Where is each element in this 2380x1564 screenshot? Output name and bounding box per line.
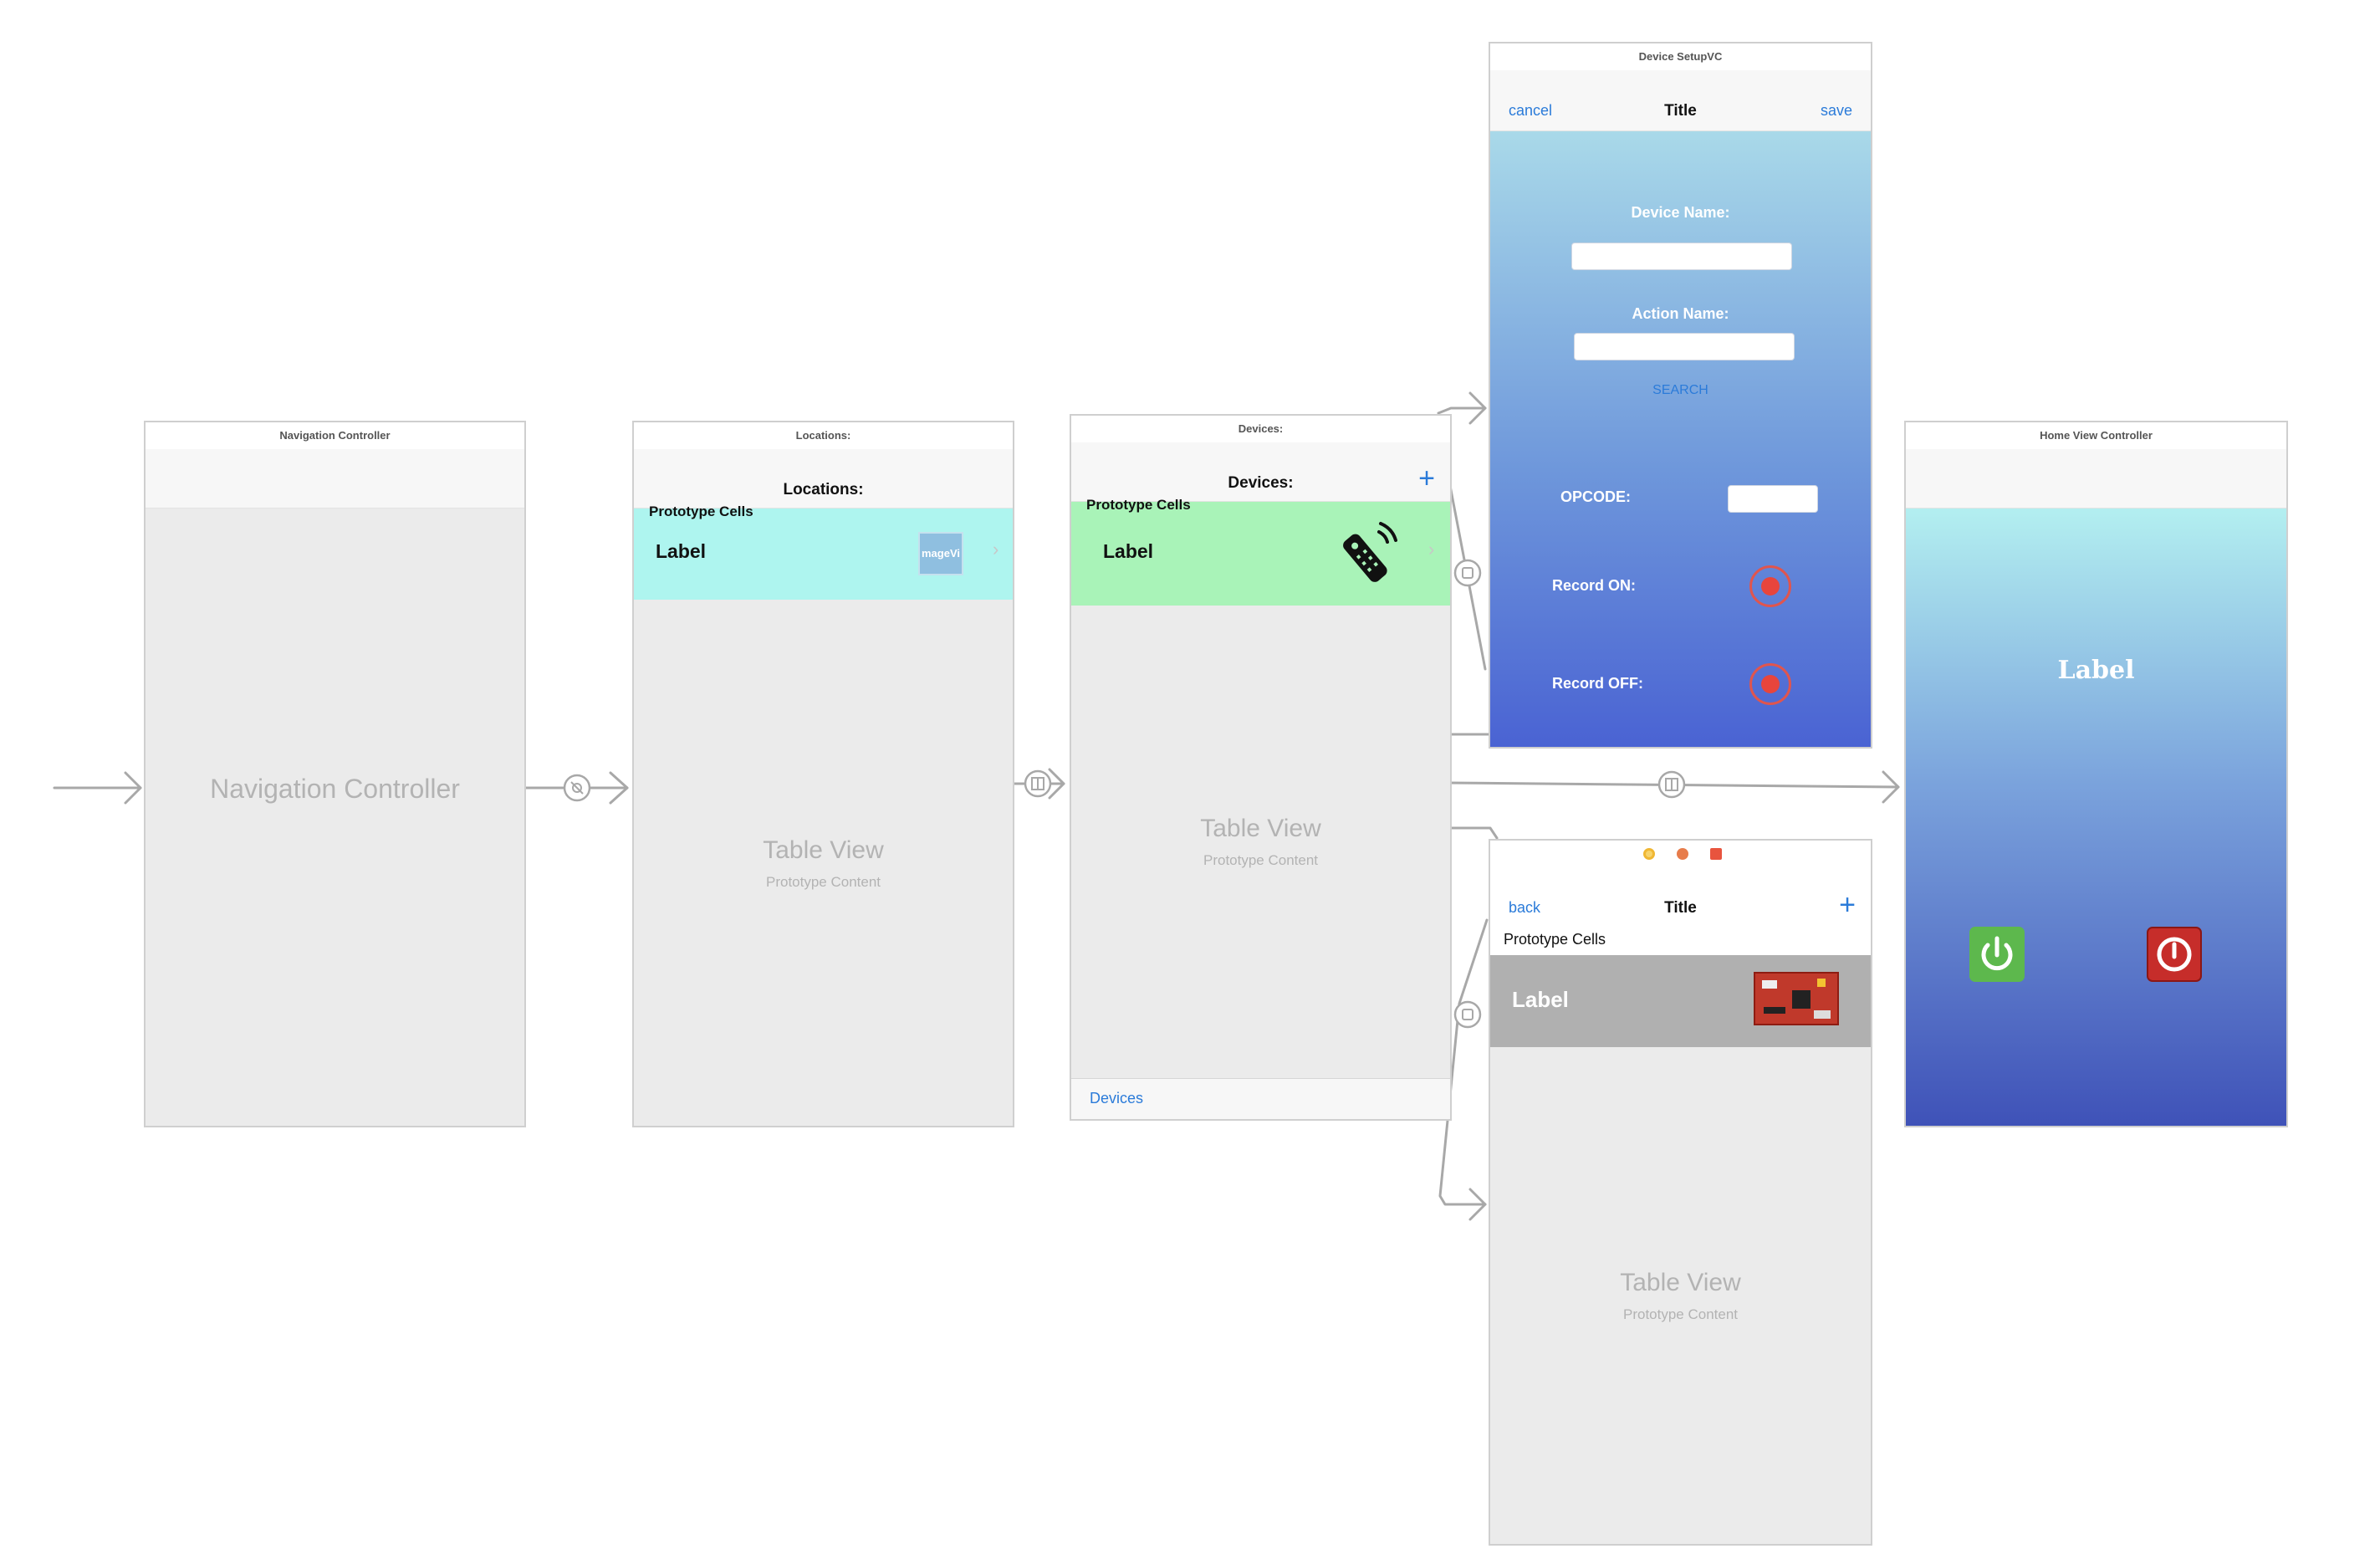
prototype-cells-header: Prototype Cells [1504, 931, 1606, 948]
record-off-button[interactable] [1749, 663, 1791, 705]
record-on-button[interactable] [1749, 565, 1791, 607]
prototype-cells-header: Prototype Cells [649, 503, 753, 519]
prototype-cells-header: Prototype Cells [1086, 497, 1191, 513]
placeholder-title: Navigation Controller [210, 774, 460, 804]
first-responder-icon[interactable] [1677, 848, 1688, 860]
prototype-cell[interactable]: Prototype Cells Label mageVi › [634, 503, 1013, 600]
cell-label: Label [1512, 987, 1569, 1012]
disclosure-chevron-icon: › [1428, 539, 1435, 560]
table-view-title: Table View [1200, 815, 1321, 842]
exit-icon[interactable] [1710, 848, 1722, 860]
device-name-field[interactable] [1571, 243, 1792, 270]
nav-title: Locations: [783, 481, 864, 498]
device-name-label: Device Name: [1631, 204, 1730, 221]
view-controller-icon[interactable] [1643, 848, 1655, 860]
scene-title: Home View Controller [1906, 422, 2286, 451]
disclosure-chevron-icon: › [993, 539, 999, 560]
table-view-title: Table View [763, 836, 884, 864]
table-view[interactable] [1490, 1047, 1871, 1544]
home-body: Label [1906, 509, 2286, 1126]
navigation-bar [1906, 449, 2286, 509]
circuit-board-image [1754, 972, 1839, 1025]
locations-scene[interactable]: Locations: Locations: Prototype Cells La… [632, 421, 1014, 1127]
prototype-cell[interactable]: Label [1490, 955, 1871, 1047]
power-on-icon[interactable] [1969, 927, 2025, 982]
nav-title: Title [1664, 102, 1697, 120]
table-view-subtitle: Prototype Content [1622, 1306, 1739, 1322]
navigation-controller-scene[interactable]: Navigation Controller Navigation Control… [144, 421, 526, 1127]
nav-title: Title [1664, 899, 1697, 917]
save-button[interactable]: save [1820, 102, 1852, 119]
cell-label: Label [656, 540, 707, 562]
navigation-bar: Devices: + [1071, 442, 1450, 502]
table-view-title: Table View [1620, 1269, 1741, 1296]
toolbar-devices-item[interactable]: Devices [1090, 1090, 1144, 1107]
record-off-label: Record OFF: [1552, 675, 1644, 692]
setup-form: Device Name: Action Name: SEARCH OPCODE:… [1490, 131, 1871, 747]
record-on-label: Record ON: [1552, 577, 1637, 594]
back-button[interactable]: back [1509, 899, 1541, 916]
actions-scene[interactable]: back Title + Prototype Cells Label Table… [1489, 839, 1872, 1546]
navigation-bar [146, 449, 524, 509]
navigation-bar: back Title + [1490, 867, 1871, 926]
cancel-button[interactable]: cancel [1509, 102, 1553, 119]
power-symbol-icon [1981, 936, 2013, 971]
scene-title: Device SetupVC [1490, 43, 1871, 72]
home-view-controller-scene[interactable]: Home View Controller Label [1904, 421, 2288, 1127]
search-button[interactable]: SEARCH [1652, 383, 1708, 397]
scene-title: Navigation Controller [146, 422, 524, 451]
power-off-symbol-icon [2157, 937, 2192, 972]
action-name-label: Action Name: [1632, 305, 1729, 322]
add-device-button[interactable]: + [1418, 463, 1435, 494]
table-view-subtitle: Prototype Content [765, 874, 881, 890]
scene-body [146, 509, 524, 1126]
home-label: Label [2057, 656, 2135, 685]
navigation-bar: cancel Title save [1490, 70, 1871, 131]
opcode-label: OPCODE: [1560, 488, 1632, 505]
power-off-icon[interactable] [2147, 927, 2202, 982]
opcode-field[interactable] [1728, 485, 1818, 513]
toolbar: Devices [1071, 1078, 1450, 1119]
devices-scene[interactable]: Devices: Devices: + Prototype Cells Labe… [1070, 414, 1452, 1121]
device-setup-scene[interactable]: Device SetupVC cancel Title save Device … [1489, 42, 1872, 749]
scene-dock [1490, 841, 1871, 869]
table-view[interactable] [1071, 606, 1450, 1079]
image-view-placeholder: mageVi [918, 532, 963, 575]
scene-title: Locations: [634, 422, 1013, 451]
action-name-field[interactable] [1574, 333, 1795, 360]
remote-control-icon [1343, 522, 1397, 582]
nav-title: Devices: [1228, 474, 1294, 492]
scene-title: Devices: [1071, 416, 1450, 444]
table-view-subtitle: Prototype Content [1203, 852, 1319, 868]
cell-label: Label [1103, 540, 1154, 562]
add-action-button[interactable]: + [1839, 889, 1856, 921]
navigation-bar: Locations: [634, 449, 1013, 509]
table-view[interactable] [634, 600, 1013, 1126]
prototype-cell[interactable]: Prototype Cells Label › [1071, 497, 1450, 606]
